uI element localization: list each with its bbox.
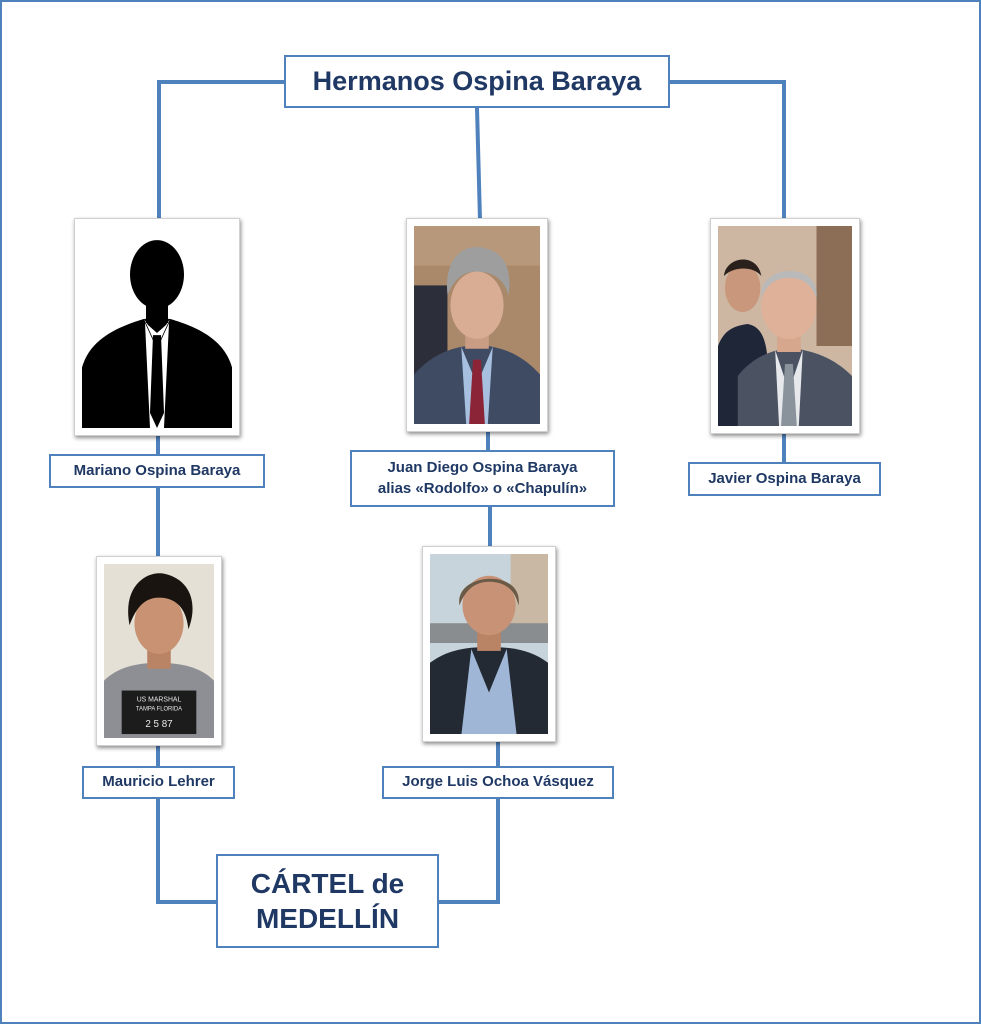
javier-name: Javier Ospina Baraya xyxy=(708,469,861,487)
ochoa-name: Jorge Luis Ochoa Vásquez xyxy=(402,773,594,791)
title-box: Hermanos Ospina Baraya xyxy=(284,55,670,108)
mariano-photo xyxy=(74,218,240,436)
placard-line2: TAMPA FLORIDA xyxy=(136,706,182,712)
juan-diego-alias: alias «Rodolfo» o «Chapulín» xyxy=(377,479,588,497)
cartel-line1: CÁRTEL de xyxy=(250,868,405,899)
cartel-line2: MEDELLÍN xyxy=(255,903,400,934)
connector-title-juan-diego xyxy=(475,107,482,221)
silhouette-image xyxy=(82,226,232,428)
connector-lehrer-cartel xyxy=(156,799,218,904)
ochoa-portrait xyxy=(430,554,548,734)
juan-diego-name: Juan Diego Ospina Baraya xyxy=(387,459,578,477)
connector-title-javier xyxy=(670,80,786,220)
page-title: Hermanos Ospina Baraya xyxy=(312,66,642,97)
ochoa-label: Jorge Luis Ochoa Vásquez xyxy=(382,766,614,799)
mugshot-placard xyxy=(121,690,197,735)
connector-title-mariano xyxy=(157,80,284,220)
lehrer-name: Mauricio Lehrer xyxy=(102,773,215,791)
lehrer-label: Mauricio Lehrer xyxy=(82,766,235,799)
javier-photo xyxy=(710,218,860,434)
lehrer-photo: US MARSHAL TAMPA FLORIDA 2 5 87 xyxy=(96,556,222,746)
mariano-label: Mariano Ospina Baraya xyxy=(49,454,265,488)
javier-label: Javier Ospina Baraya xyxy=(688,462,881,496)
placard-line1: US MARSHAL xyxy=(137,696,182,703)
cartel-box: CÁRTEL de MEDELLÍN xyxy=(216,854,439,948)
mariano-name: Mariano Ospina Baraya xyxy=(73,461,241,479)
ochoa-photo xyxy=(422,546,556,742)
javier-portrait xyxy=(718,226,852,426)
juan-diego-label: Juan Diego Ospina Baraya alias «Rodolfo»… xyxy=(350,450,615,507)
placard-line3: 2 5 87 xyxy=(145,719,172,730)
juan-diego-portrait xyxy=(414,226,540,424)
connector-ochoa-cartel xyxy=(438,799,500,904)
mugshot-image: US MARSHAL TAMPA FLORIDA 2 5 87 xyxy=(104,564,214,738)
juan-diego-photo xyxy=(406,218,548,432)
